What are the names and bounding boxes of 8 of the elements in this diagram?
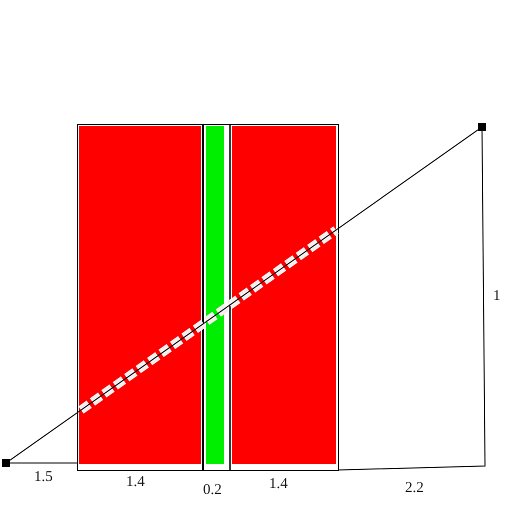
endpoint-marker xyxy=(478,123,486,131)
endpoint-marker xyxy=(2,459,10,467)
dimension-value: 1.4 xyxy=(126,475,145,490)
dimension-value: 1.4 xyxy=(269,477,288,492)
dimension-value: 2.2 xyxy=(405,481,424,496)
dimension-value: 1.5 xyxy=(34,470,53,485)
dimension-value: 0.2 xyxy=(203,483,222,498)
dimension-value: 1 xyxy=(493,289,500,304)
